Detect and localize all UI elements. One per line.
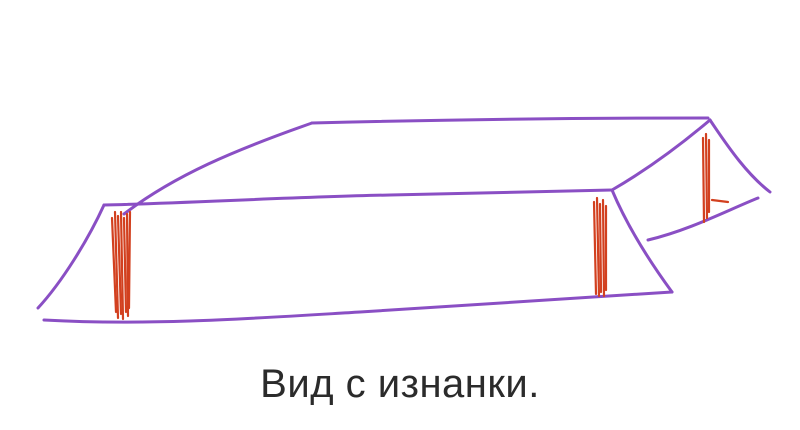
left-side-edge <box>36 203 106 310</box>
fabric-outline <box>36 116 772 324</box>
stitch-mark <box>710 198 730 204</box>
stitch-mark <box>125 212 130 318</box>
right-stitch-marks <box>701 132 730 224</box>
stitch-mark <box>601 198 606 298</box>
stitch-mark <box>127 210 132 310</box>
right-slope-edge <box>708 118 772 194</box>
stitch-mark <box>704 132 709 220</box>
sketch-svg <box>36 116 772 324</box>
caption-text: Вид с изнанки. <box>260 362 540 406</box>
stitch-mark <box>119 210 125 321</box>
front-bottom-edge <box>42 290 674 324</box>
inner-fold-edge <box>646 196 760 242</box>
right-front-edge <box>610 188 674 294</box>
stitch-mark <box>122 216 128 314</box>
back-left-curve <box>122 121 314 216</box>
back-top-edge <box>310 116 710 125</box>
middle-stitch-marks <box>592 196 608 298</box>
stitch-mark <box>595 196 601 298</box>
stitch-mark <box>113 210 120 320</box>
left-stitch-marks <box>110 210 132 321</box>
stitch-mark <box>701 136 706 224</box>
right-top-edge <box>610 118 712 192</box>
front-top-edge <box>102 188 614 207</box>
hand-drawn-sketch <box>36 116 772 324</box>
stitch-mark <box>110 216 118 314</box>
stitch-mark <box>116 214 123 316</box>
stitch-mark <box>598 202 603 294</box>
stitch-mark <box>592 200 598 296</box>
